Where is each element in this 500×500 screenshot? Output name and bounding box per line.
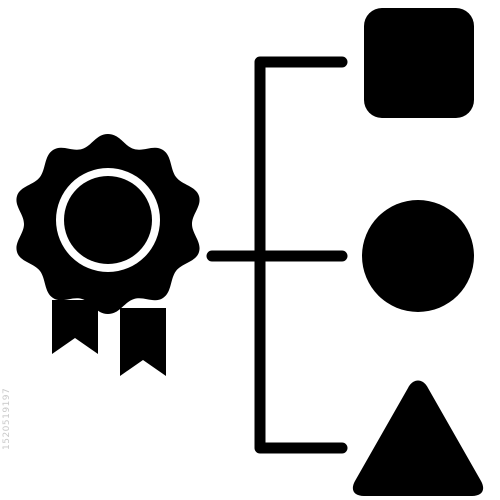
medal-center: [64, 176, 152, 264]
watermark-stock-id: 1520519197: [2, 387, 12, 450]
tree-connector: [206, 56, 348, 454]
square-shape-icon: [364, 8, 474, 118]
award-badge-icon: [16, 134, 200, 314]
left-ribbon-tail: [52, 300, 98, 354]
circle-shape-icon: [362, 200, 474, 312]
award-ribbons: [52, 300, 166, 376]
triangle-shape-icon: [352, 380, 484, 496]
connector-bracket: [254, 56, 348, 454]
right-ribbon-tail: [120, 308, 166, 376]
